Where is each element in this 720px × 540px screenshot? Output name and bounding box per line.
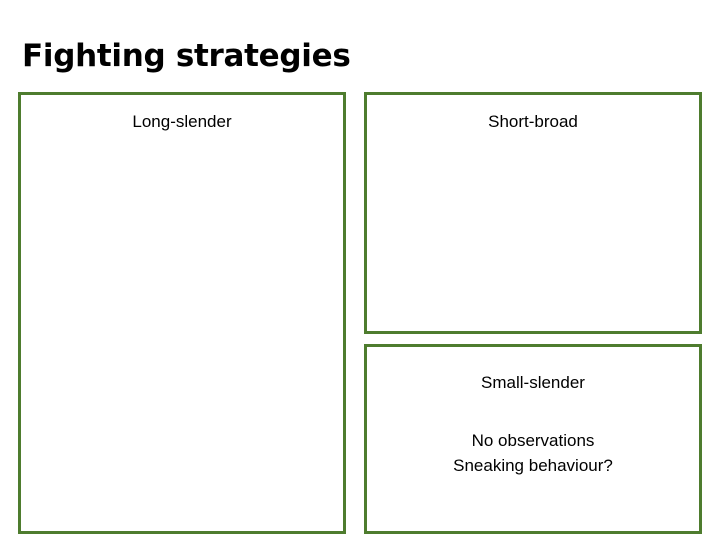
panel-long-slender-label: Long-slender xyxy=(132,112,232,131)
panel-small-slender-body-line-1: No observations xyxy=(471,431,595,450)
page-title: Fighting strategies xyxy=(22,38,351,74)
panel-small-slender-body-line-2: Sneaking behaviour? xyxy=(453,455,613,475)
panel-short-broad[interactable]: Short-broad xyxy=(364,92,702,334)
panel-long-slender[interactable]: Long-slender xyxy=(18,92,346,534)
panel-short-broad-label: Short-broad xyxy=(488,112,578,131)
panel-small-slender[interactable]: Small-slender No observations Sneaking b… xyxy=(364,344,702,534)
panel-small-slender-body: No observations Sneaking behaviour? xyxy=(367,429,699,478)
panel-small-slender-label: Small-slender xyxy=(481,373,585,392)
